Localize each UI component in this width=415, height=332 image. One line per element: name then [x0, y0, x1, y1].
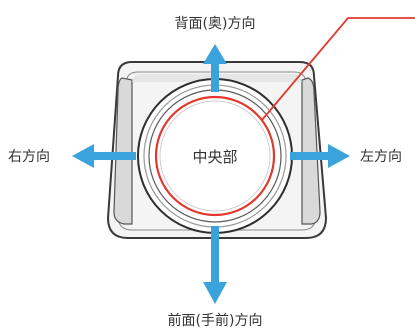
label-right-direction: 左方向	[360, 149, 402, 165]
left-side-grip	[113, 77, 133, 225]
right-side-grip	[301, 77, 321, 225]
label-front-direction: 前面(手前)方向	[168, 312, 263, 329]
arrow-up	[203, 44, 227, 92]
label-back-direction: 背面(奥)方向	[175, 15, 256, 32]
direction-arrows	[72, 44, 350, 304]
label-left-direction: 右方向	[8, 149, 50, 165]
dial-inner-edge	[159, 100, 271, 212]
label-center: 中央部	[192, 148, 237, 166]
arrow-down	[203, 226, 227, 304]
arrow-left	[72, 144, 136, 168]
arrow-right	[290, 144, 350, 168]
callout-line	[261, 17, 415, 121]
dial-highlight-ring	[154, 95, 276, 217]
